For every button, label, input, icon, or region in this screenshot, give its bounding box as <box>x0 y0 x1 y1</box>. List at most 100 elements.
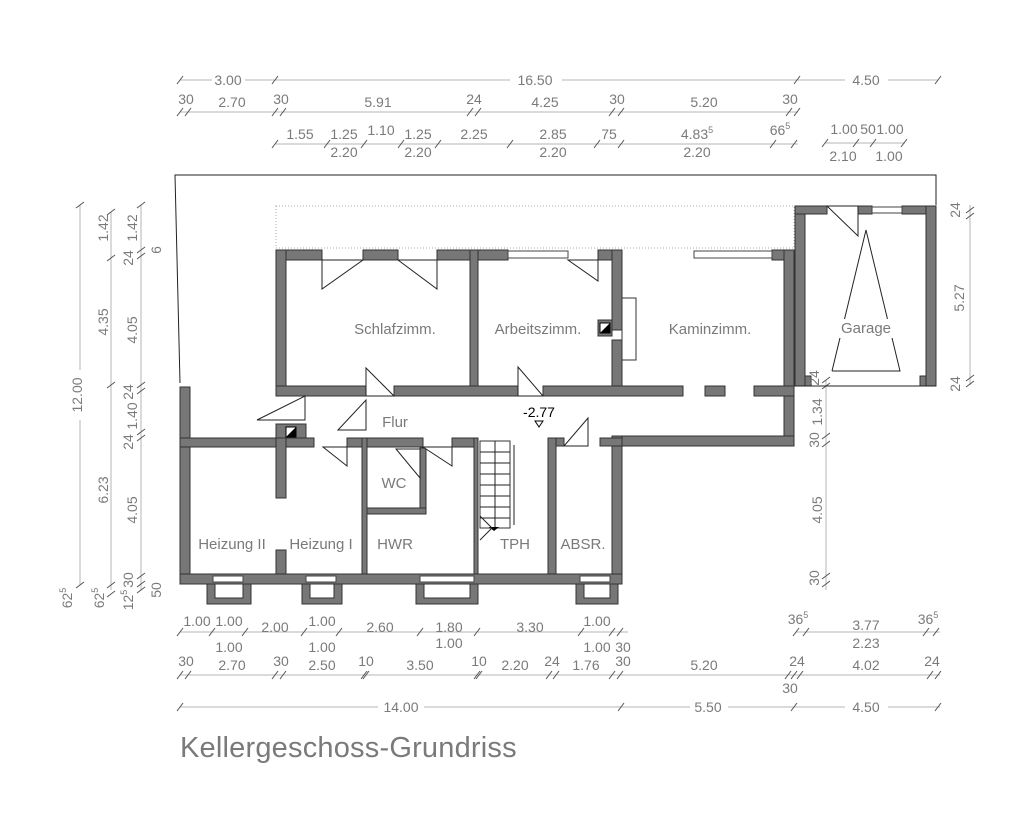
dimension-label: 1.25 <box>330 126 357 142</box>
dimension-label: 30 <box>806 570 822 586</box>
room-label: Heizung I <box>289 536 352 553</box>
dimension-label: 30 <box>615 639 631 655</box>
dimension-label: 1.00 <box>215 613 242 629</box>
room-label: Flur <box>382 414 408 431</box>
dimension-label: 1.10 <box>367 122 394 138</box>
dimension-label: 4.835 <box>681 125 713 142</box>
dimension-label: 4.50 <box>852 699 879 715</box>
dimension-label: 665 <box>770 121 791 138</box>
dimension-label: 3.77 <box>852 617 879 633</box>
dimension-label: 4.35 <box>95 308 111 335</box>
dimension-label: 625 <box>90 588 107 609</box>
dimension-label: 16.50 <box>517 72 552 88</box>
dimension-label: 1.55 <box>286 126 313 142</box>
dimension-label: 30 <box>273 91 289 107</box>
dimension-label: 50 <box>860 121 876 137</box>
room-label: ABSR. <box>560 536 605 553</box>
dimension-label: 2.23 <box>852 635 879 651</box>
dimension-label: 365 <box>918 610 939 627</box>
dimension-label: 24 <box>544 653 560 669</box>
room-labels: Schlafzimm.Arbeitszimm.Kaminzimm.GarageF… <box>196 318 894 554</box>
dimension-label: 1.00 <box>830 121 857 137</box>
dimension-label: 2.20 <box>404 144 431 160</box>
dimension-label: 24 <box>947 376 963 392</box>
dimension-label: 1.40 <box>124 402 140 429</box>
dimension-label: 1.42 <box>124 214 140 241</box>
windows <box>212 206 903 583</box>
dimension-label: 2.70 <box>218 657 245 673</box>
dimension-label: 1.00 <box>435 635 462 651</box>
dimension-label: 1.00 <box>215 639 242 655</box>
dimension-label: 50 <box>148 582 164 598</box>
dimension-label: 1.34 <box>809 398 825 425</box>
dimension-label: 30 <box>120 572 136 588</box>
garage-ramp-symbol <box>831 229 901 372</box>
dimension-label: 24 <box>466 91 482 107</box>
dimension-label: 2.20 <box>539 144 566 160</box>
dimension-label: 30 <box>178 653 194 669</box>
dimension-label: 2.70 <box>218 94 245 110</box>
dimension-label: 5.20 <box>690 94 717 110</box>
dimension-label: 2.60 <box>366 619 393 635</box>
dimension-label: 24 <box>120 250 136 266</box>
dimension-label: 30 <box>782 680 798 696</box>
dimension-label: 2.20 <box>330 144 357 160</box>
doors <box>256 205 859 480</box>
dimension-label: 4.02 <box>852 657 879 673</box>
dimension-label: 1.00 <box>875 148 902 164</box>
dimension-label: 14.00 <box>383 699 418 715</box>
dimension-label: 75 <box>601 126 617 142</box>
dimension-label: 30 <box>609 91 625 107</box>
dimension-label: 5.27 <box>951 284 967 311</box>
dimension-label: 10 <box>471 653 487 669</box>
dimension-labels: 3.00 16.50 4.50 30 2.70 30 5.91 24 4.25 30 5.20 30 1… <box>58 72 967 715</box>
dimension-label: 1.00 <box>308 613 335 629</box>
dimension-label: 24 <box>806 370 822 386</box>
dimension-ticks <box>75 75 975 712</box>
dimension-label: 6 <box>148 246 164 254</box>
dimension-label: 1.00 <box>308 639 335 655</box>
dimension-label: 1.76 <box>572 657 599 673</box>
dimension-label: 30 <box>178 91 194 107</box>
room-label: Schlafzimm. <box>354 321 436 338</box>
dimension-label: 30 <box>273 653 289 669</box>
room-label: TPH <box>500 536 530 553</box>
dimension-label: 30 <box>782 91 798 107</box>
drawing-title: Kellergeschoss-Grundriss <box>180 732 517 764</box>
dimension-label: 1.00 <box>583 613 610 629</box>
room-label: HWR <box>377 536 413 553</box>
dimension-label: 1.42 <box>95 214 111 241</box>
dimension-label: 4.05 <box>124 496 140 523</box>
dimension-label: 24 <box>120 384 136 400</box>
dimension-label: 4.25 <box>531 94 558 110</box>
dimension-label: 1.00 <box>183 613 210 629</box>
dimension-label: 10 <box>358 653 374 669</box>
dimension-label: 4.05 <box>809 496 825 523</box>
dimension-label: 5.20 <box>690 657 717 673</box>
dimension-label: 2.10 <box>829 148 856 164</box>
dimension-label: 125 <box>119 590 136 611</box>
dimension-label: 24 <box>120 434 136 450</box>
dimension-label: 30 <box>615 653 631 669</box>
dimension-lines <box>79 79 971 708</box>
room-label: Garage <box>841 320 891 337</box>
dimension-label: 6.23 <box>95 476 111 503</box>
dimension-label: 3.30 <box>516 619 543 635</box>
dimension-label: 3.50 <box>406 657 433 673</box>
dimension-label: 4.05 <box>124 316 140 343</box>
dimension-label: 12.00 <box>69 377 85 412</box>
dimension-label: 3.00 <box>214 72 241 88</box>
dimension-label: 5.91 <box>364 94 391 110</box>
dimension-label: 4.50 <box>852 72 879 88</box>
staircase <box>479 440 515 541</box>
dimension-label: 1.25 <box>404 126 431 142</box>
dimension-label: 30 <box>806 432 822 448</box>
dimension-label: 24 <box>789 653 805 669</box>
room-label: Heizung II <box>198 536 266 553</box>
level-marker: -2.77 <box>523 404 555 428</box>
dimension-label: 2.50 <box>308 657 335 673</box>
room-label: Kaminzimm. <box>669 321 752 338</box>
chimney-flue-icons <box>285 322 611 438</box>
dimension-label: 2.20 <box>683 144 710 160</box>
